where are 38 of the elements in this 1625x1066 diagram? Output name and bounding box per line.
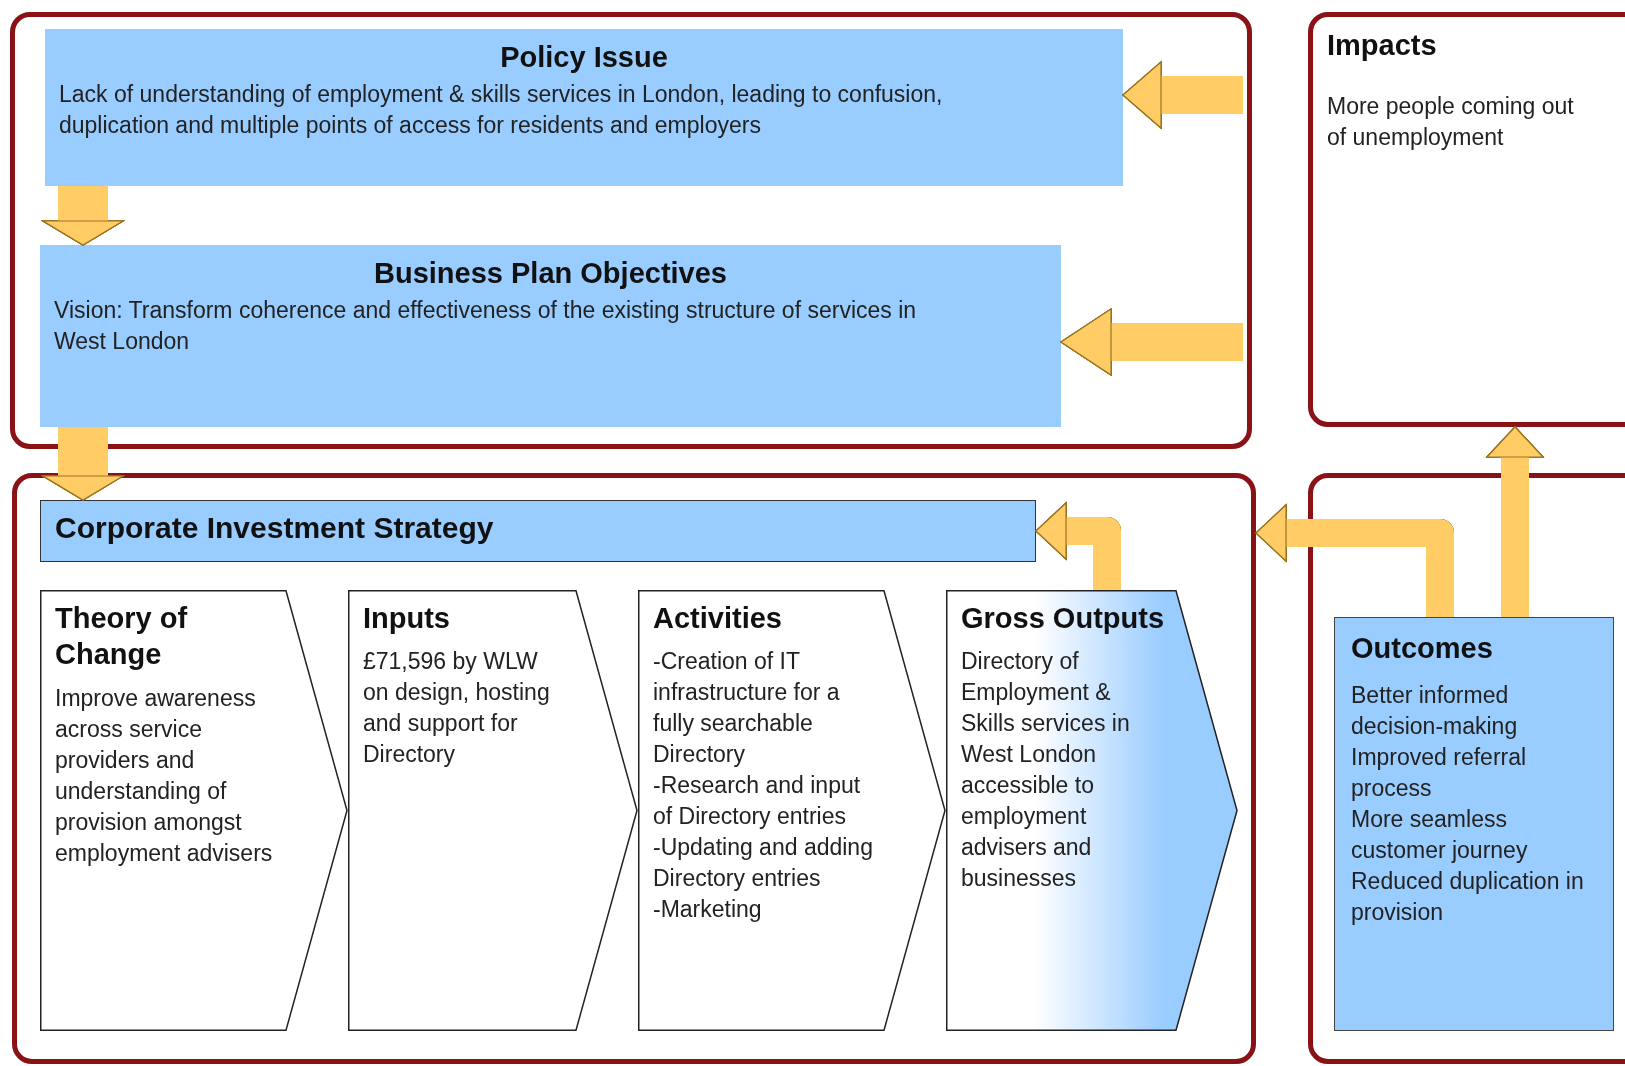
block-arrow bbox=[42, 186, 124, 246]
title-band bbox=[40, 500, 1036, 562]
box-heading: Gross Outputs bbox=[961, 601, 1165, 636]
body-text: -Research and input of Directory entries bbox=[653, 771, 862, 832]
body-text: -Marketing bbox=[653, 895, 763, 925]
block-arrow bbox=[42, 427, 124, 501]
panel-box bbox=[45, 29, 1123, 186]
block-arrow bbox=[1486, 426, 1544, 617]
section-frame bbox=[12, 473, 1256, 1064]
box-heading: Inputs bbox=[363, 601, 451, 636]
box-heading: Policy Issue bbox=[499, 40, 669, 75]
section-frame bbox=[1308, 12, 1625, 427]
body-text: £71,596 by WLW on design, hosting and support for Directory bbox=[363, 647, 551, 770]
body-text: -Updating and adding Directory entries bbox=[653, 833, 874, 894]
box-heading: Business Plan Objectives bbox=[373, 256, 728, 291]
body-text: Better informed decision-making bbox=[1351, 681, 1519, 742]
bent-arrow bbox=[1255, 504, 1454, 617]
body-text: More people coming out of unemployment bbox=[1327, 92, 1575, 153]
body-text: Lack of understanding of employment & skills services in London, leading to confusion, duplication and multiple points of access for residents and employers bbox=[59, 80, 944, 141]
outcome-box bbox=[1334, 617, 1614, 1031]
section-frame bbox=[10, 12, 1252, 449]
body-text: Reduced duplication in provision bbox=[1351, 867, 1585, 928]
block-arrow bbox=[1060, 308, 1243, 376]
box-heading: Corporate Investment Strategy bbox=[55, 510, 495, 546]
body-text: Vision: Transform coherence and effectiveness of the existing structure of services in West London bbox=[54, 296, 918, 357]
body-text: Directory of Employment & Skills services in West London accessible to employment advisers and businesses bbox=[961, 647, 1131, 894]
section-frame bbox=[1308, 473, 1625, 1064]
block-arrow bbox=[1122, 61, 1243, 129]
body-text: Improved referral process bbox=[1351, 743, 1528, 804]
body-text: -Creation of IT infrastructure for a fully searchable Directory bbox=[653, 647, 841, 770]
body-text: Improve awareness across service providers and understanding of provision amongst employment advisers bbox=[55, 683, 274, 868]
body-text: More seamless customer journey bbox=[1351, 805, 1529, 866]
box-heading: Outcomes bbox=[1351, 631, 1494, 666]
box-heading: Activities bbox=[653, 601, 783, 636]
panel-box bbox=[40, 245, 1061, 427]
box-heading: Impacts bbox=[1327, 28, 1438, 63]
box-heading: Theory of Change bbox=[55, 601, 189, 673]
bent-arrow bbox=[1035, 502, 1121, 590]
